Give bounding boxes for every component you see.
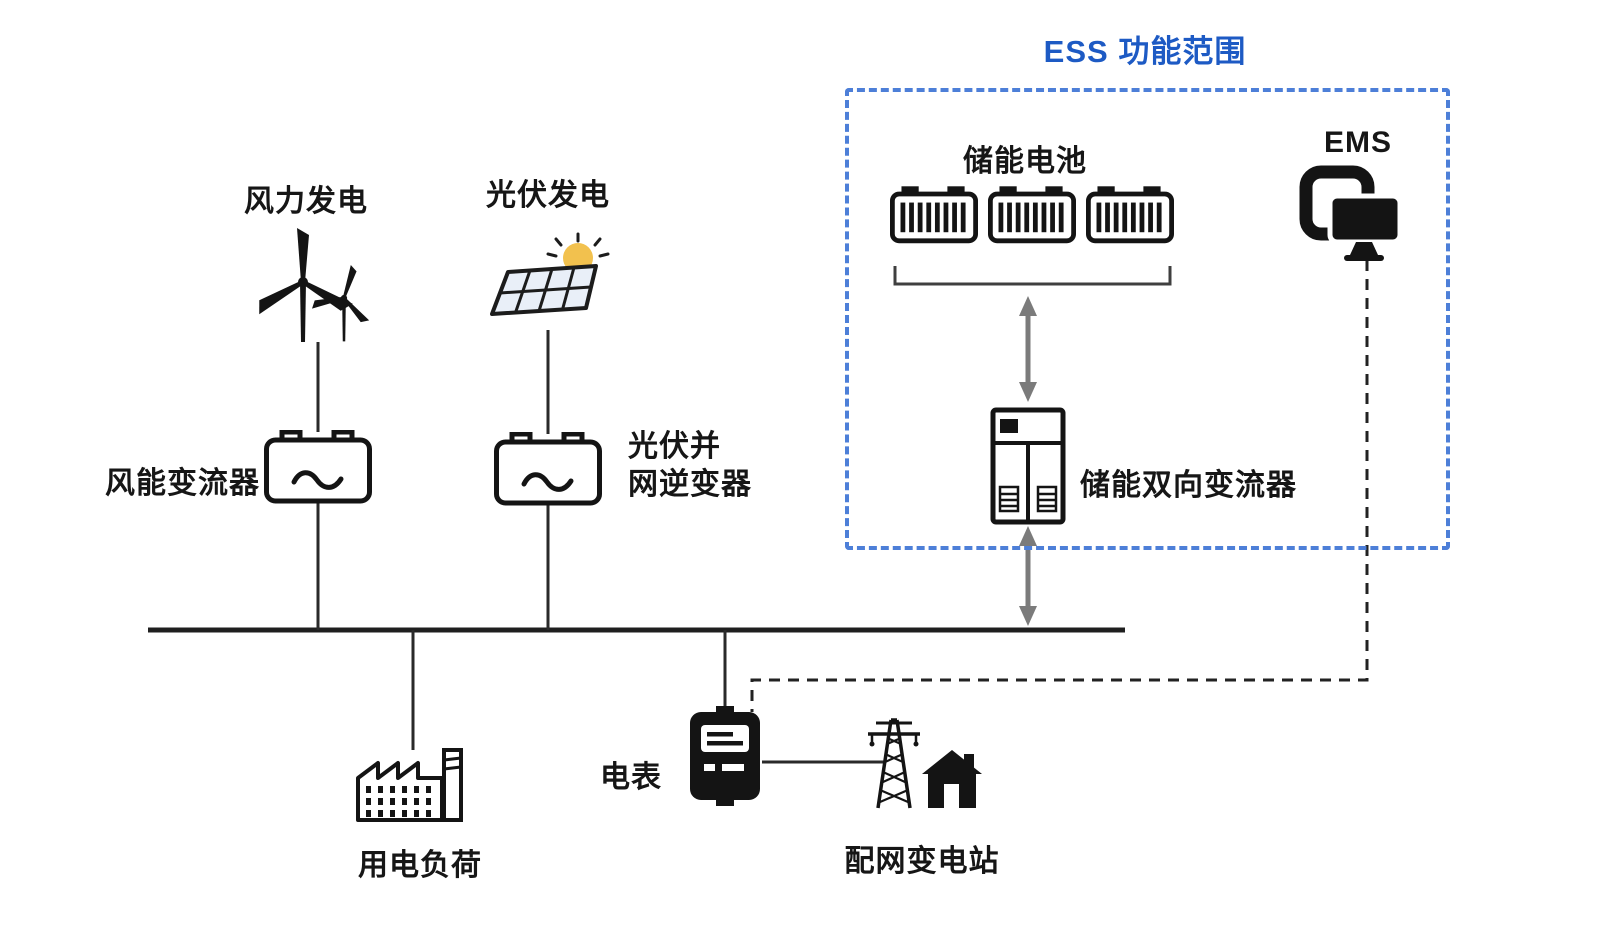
pv-power-label: 光伏发电 (486, 179, 610, 212)
substation-icon (868, 718, 982, 809)
bidirectional-converter-icon (990, 407, 1066, 525)
wind-converter-label: 风能变流器 (105, 467, 260, 500)
load-factory-icon (356, 748, 463, 822)
wind-power-label: 风力发电 (244, 185, 368, 218)
ems-label: EMS (1323, 126, 1392, 159)
pv-inverter-label-line1: 光伏并 (628, 430, 721, 463)
storage-battery-icon-2 (988, 186, 1076, 244)
meter-icon (690, 706, 760, 806)
storage-battery-icon-1 (890, 186, 978, 244)
pv-inverter-label-line2: 网逆变器 (628, 468, 752, 501)
substation-label: 配网变电站 (844, 845, 1000, 878)
meter-label: 电表 (600, 761, 662, 794)
pcs-bus-arrow (1019, 526, 1037, 626)
ems-icon (1299, 165, 1403, 261)
storage-battery-label: 储能电池 (963, 145, 1087, 178)
wind-turbine-icon (259, 228, 370, 342)
ess-scope-title: ESS 功能范围 (1043, 34, 1247, 69)
bidirectional-converter-label: 储能双向变流器 (1080, 469, 1297, 502)
pv-inverter-label: 光伏并 网逆变器 (628, 428, 752, 504)
solar-panel-icon (490, 232, 610, 316)
pv-inverter-icon (494, 432, 602, 506)
storage-battery-icon-3 (1086, 186, 1174, 244)
load-label: 用电负荷 (358, 849, 482, 882)
wind-converter-icon (264, 430, 372, 504)
ems-control-dashed-line (750, 260, 1369, 712)
battery-pcs-arrow (1019, 296, 1037, 402)
ess-scope-border (845, 88, 1450, 550)
sun-rays (546, 232, 610, 258)
battery-group-bracket (893, 266, 1172, 286)
